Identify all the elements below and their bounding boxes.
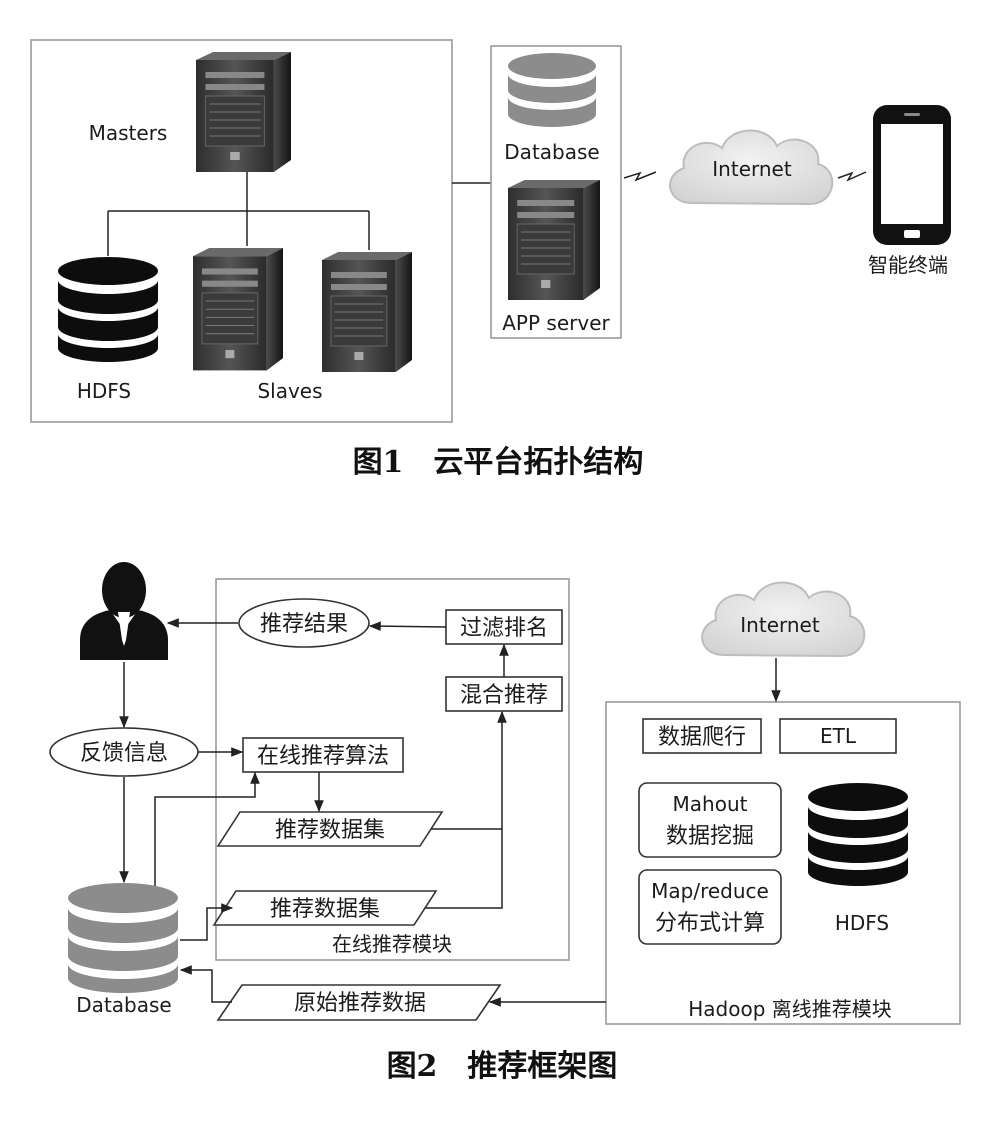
figure1-caption: 图1 云平台拓扑结构 — [353, 445, 644, 480]
slaves-label: Slaves — [257, 379, 322, 403]
figure2: 推荐结果 过滤排名 混合推荐 反馈信息 在线推荐算法 推荐数据集 推荐数据集 在… — [49, 562, 961, 1084]
feedback-label: 反馈信息 — [80, 741, 168, 766]
database-icon — [508, 53, 596, 127]
crawl-label: 数据爬行 — [658, 725, 746, 750]
filter-rank-box — [445, 609, 563, 645]
raw-data-node — [216, 984, 502, 1021]
mahout-box — [638, 782, 782, 858]
online-module-label: 在线推荐模块 — [332, 932, 452, 956]
app-server-icon — [507, 179, 601, 301]
hybrid-recommend-label: 混合推荐 — [460, 683, 548, 708]
user-icon — [80, 562, 168, 660]
masters-server-icon — [195, 51, 292, 173]
arrow-filter-to-result — [368, 621, 447, 631]
flow-arrows — [119, 618, 781, 1007]
database-label-2: Database — [76, 993, 171, 1017]
database-icon-2 — [68, 883, 178, 993]
etl-box — [779, 718, 897, 754]
etl-label: ETL — [820, 724, 857, 748]
hdfs-database-icon — [58, 257, 158, 362]
hdfs-database-icon-2 — [808, 783, 908, 886]
terminal-label: 智能终端 — [868, 253, 948, 277]
online-algorithm-label: 在线推荐算法 — [257, 744, 389, 769]
recommend-result-label: 推荐结果 — [260, 612, 348, 637]
hadoop-module-label: Hadoop 离线推荐模块 — [688, 997, 892, 1021]
wireless-link-1-icon — [623, 171, 657, 182]
online-module-frame — [215, 578, 570, 961]
arrow-database-to-dataset2 — [180, 903, 234, 941]
slave-server-1-icon — [192, 247, 284, 371]
mapreduce-box — [638, 869, 782, 945]
cluster-frame — [30, 39, 453, 423]
internet-label-2: Internet — [740, 613, 820, 637]
hdfs-label: HDFS — [77, 379, 131, 403]
dataset-2-label: 推荐数据集 — [270, 897, 380, 922]
online-algorithm-box — [242, 737, 404, 773]
internet-label: Internet — [712, 157, 792, 181]
filter-rank-label: 过滤排名 — [460, 616, 548, 641]
app-frame — [490, 45, 622, 339]
hadoop-module-frame — [605, 701, 961, 1025]
arrow-database-to-algorithm — [154, 771, 260, 886]
arrow-dataset2-to-hybrid — [425, 829, 503, 909]
mapreduce-label-line2: 分布式计算 — [655, 911, 765, 936]
mapreduce-label-line1: Map/reduce — [651, 879, 769, 903]
masters-label: Masters — [89, 121, 168, 145]
wireless-link-2-icon — [837, 171, 867, 182]
dataset-1-node — [216, 811, 444, 847]
raw-data-label: 原始推荐数据 — [294, 991, 426, 1016]
dataset-1-label: 推荐数据集 — [275, 818, 385, 843]
arrow-raw-to-database — [179, 965, 232, 1003]
figure2-caption: 图2 推荐框架图 — [387, 1049, 618, 1084]
mahout-label-line1: Mahout — [673, 792, 748, 816]
smartphone-icon — [873, 105, 951, 245]
hdfs-label-2: HDFS — [835, 911, 889, 935]
mahout-label-line2: 数据挖掘 — [666, 824, 754, 849]
database-label: Database — [504, 140, 599, 164]
dataset-2-node — [212, 890, 438, 926]
app-server-label: APP server — [502, 311, 610, 335]
figure1: Masters HDFS Slaves — [30, 39, 951, 480]
slave-server-2-icon — [321, 251, 413, 373]
crawl-box — [642, 718, 762, 754]
